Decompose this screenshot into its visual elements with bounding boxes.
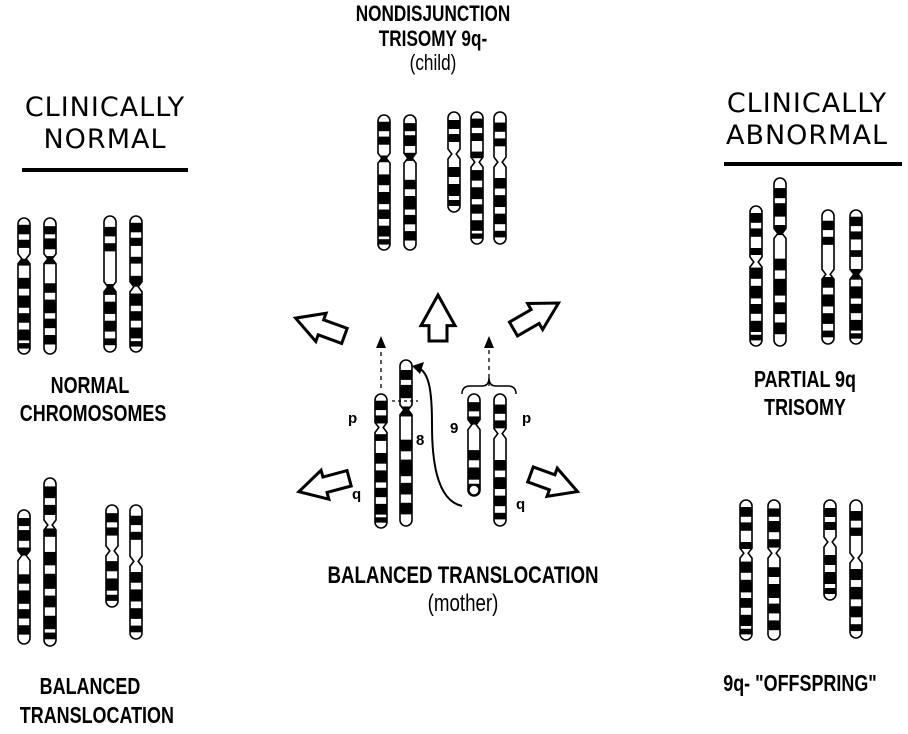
balanced-translocation-line-2: (mother) <box>427 589 499 617</box>
balanced-translocation-caption: BALANCED TRANSLOCATION <box>19 672 174 730</box>
chrom-offspring-1 <box>739 499 753 641</box>
chrom-offspring-3 <box>823 499 837 601</box>
chrom-top-1 <box>377 114 391 251</box>
right-heading-line-2: ABNORMAL <box>725 120 888 152</box>
chrom-balanced-3 <box>105 504 119 608</box>
bracket <box>461 377 517 395</box>
chrom-balanced-2 <box>43 477 57 647</box>
normal-chromosomes-line-2: CHROMOSOMES <box>19 399 167 426</box>
chrom-offspring-4 <box>849 499 863 639</box>
arrow-lower-left <box>295 467 354 502</box>
chromosome-8-label: 8 <box>416 432 425 449</box>
chrom-top-5 <box>493 111 507 245</box>
translocation-origin-circle <box>468 484 480 496</box>
chrom-top-2 <box>403 114 417 251</box>
arrow-upper-right <box>507 301 562 338</box>
chrom-mother-8 <box>399 359 413 527</box>
chrom-normal-3 <box>103 215 117 353</box>
q-arm-label-left: q <box>352 486 362 503</box>
partial-trisomy-caption: PARTIAL 9q TRISOMY <box>739 366 872 421</box>
balanced-translocation-left-line-2: TRANSLOCATION <box>19 701 174 728</box>
right-heading-line-1: CLINICALLY <box>726 88 888 119</box>
chrom-normal-4 <box>129 215 143 353</box>
normal-chromosomes-caption: NORMAL CHROMOSOMES <box>19 372 167 427</box>
chrom-partial-2 <box>773 177 787 347</box>
offspring-line: 9q- "OFFSPRING" <box>723 670 877 696</box>
balanced-translocation-left-line-1: BALANCED <box>39 673 141 699</box>
chromosome-figures <box>17 111 863 647</box>
partial-trisomy-line-1: PARTIAL 9q <box>753 366 857 392</box>
balanced-translocation-mother-caption: BALANCED TRANSLOCATION (mother) <box>327 562 600 617</box>
arrow-up-center <box>418 291 458 343</box>
nondisjunction-caption: NONDISJUNCTION TRISOMY 9q- (child) <box>339 1 526 76</box>
chrom-top-4 <box>470 111 484 245</box>
chrom-balanced-1 <box>17 509 31 645</box>
chrom-partial-4 <box>849 209 863 345</box>
chrom-top-3 <box>447 111 461 213</box>
pointer-right-arrowhead <box>484 336 494 348</box>
chrom-mother-9 <box>467 393 481 497</box>
offspring-caption: 9q- "OFFSPRING" <box>722 670 878 696</box>
chrom-partial-3 <box>821 209 835 345</box>
arrow-lower-right <box>525 465 581 499</box>
arrow-upper-left <box>292 311 350 346</box>
left-heading-line-2: NORMAL <box>43 124 167 156</box>
chrom-offspring-2 <box>767 499 781 641</box>
pointer-left-arrowhead <box>376 336 386 348</box>
chrom-normal-2 <box>43 217 57 355</box>
arrow-figures <box>292 291 581 507</box>
chrom-balanced-4 <box>129 504 143 640</box>
q-arm-label-right: q <box>516 496 526 513</box>
chrom-normal-1 <box>17 217 31 355</box>
chrom-mother-p <box>374 393 388 529</box>
nondisjunction-line-2: TRISOMY 9q- <box>378 25 488 51</box>
balanced-translocation-line-1: BALANCED TRANSLOCATION <box>327 562 599 589</box>
right-heading: CLINICALLY ABNORMAL <box>712 88 902 153</box>
normal-chromosomes-line-1: NORMAL <box>50 372 130 398</box>
partial-trisomy-line-2: TRISOMY <box>764 393 846 420</box>
left-heading-line-1: CLINICALLY <box>24 92 186 123</box>
chrom-mother-9p <box>493 393 507 527</box>
translocation-curve-arrowhead <box>412 362 424 374</box>
nondisjunction-line-1: NONDISJUNCTION <box>355 1 511 26</box>
nondisjunction-line-3: (child) <box>409 50 457 76</box>
translocation-curve <box>417 367 463 507</box>
p-arm-label-left: p <box>348 410 358 427</box>
p-arm-label-right: p <box>522 410 532 427</box>
chromosome-9-label: 9 <box>450 420 459 437</box>
left-heading: CLINICALLY NORMAL <box>10 92 200 157</box>
chrom-partial-1 <box>749 205 763 347</box>
